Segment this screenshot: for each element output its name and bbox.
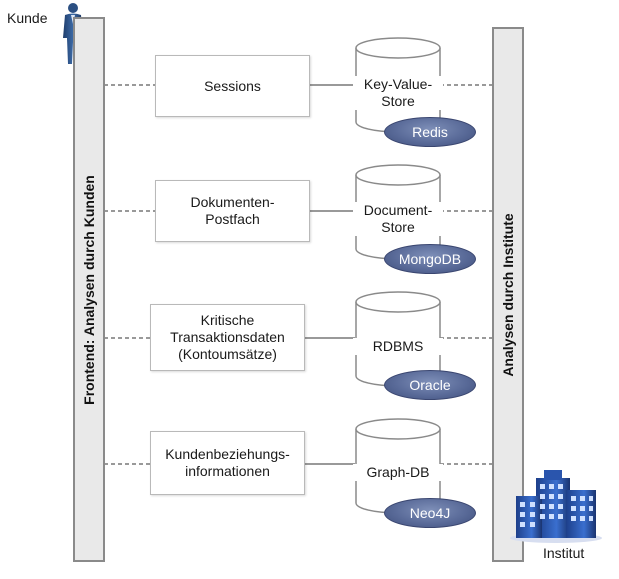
institute-bar: Analysen durch Institute (492, 27, 524, 562)
tech-badge-redis: Redis (384, 117, 476, 147)
sessions-box: Sessions (155, 55, 310, 117)
box-label: Sessions (204, 77, 261, 94)
box-label: Kritische Transaktionsdaten (Kontoumsätz… (170, 312, 285, 362)
tech-label: Neo4J (409, 505, 451, 521)
tech-label: Redis (412, 124, 448, 140)
tech-label: MongoDB (398, 251, 462, 267)
box-label: Kundenbeziehungs- informationen (165, 446, 290, 479)
institute-bar-label: Analysen durch Institute (500, 212, 516, 377)
transaktionsdaten-box: Kritische Transaktionsdaten (Kontoumsätz… (150, 304, 305, 371)
tech-badge-neo4j: Neo4J (384, 498, 476, 528)
kunde-label: Kunde (7, 10, 48, 26)
institut-label: Institut (543, 545, 585, 561)
tech-label: Oracle (409, 377, 451, 393)
store-label: RDBMS (353, 338, 443, 355)
postfach-box: Dokumenten- Postfach (155, 180, 310, 242)
tech-badge-mongodb: MongoDB (384, 244, 476, 274)
kundenbeziehung-box: Kundenbeziehungs- informationen (150, 431, 305, 495)
tech-badge-oracle: Oracle (384, 370, 476, 400)
store-label: Document- Store (353, 202, 443, 236)
frontend-bar-label: Frontend: Analysen durch Kunden (81, 174, 97, 405)
store-label: Key-Value- Store (353, 76, 443, 110)
box-label: Dokumenten- Postfach (190, 194, 275, 227)
building-icon (508, 470, 604, 544)
store-label: Graph-DB (353, 464, 443, 481)
frontend-bar: Frontend: Analysen durch Kunden (73, 17, 105, 562)
